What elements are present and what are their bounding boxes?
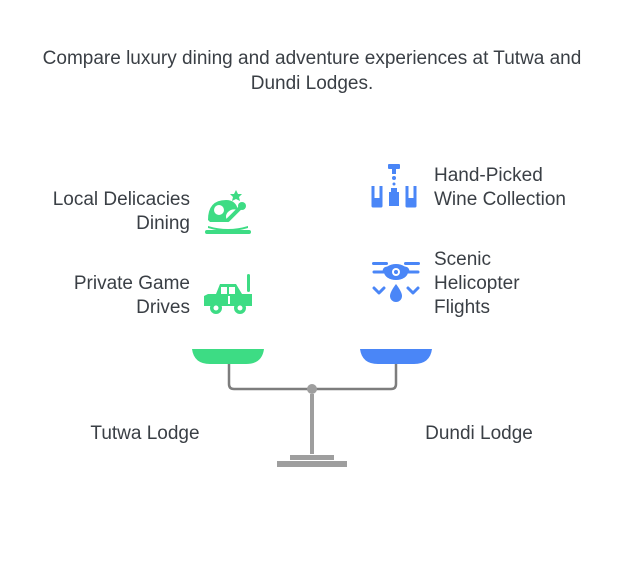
page-title: Compare luxury dining and adventure expe… xyxy=(42,48,582,94)
safari-jeep-icon xyxy=(202,270,254,322)
right-item-helicopter-label: Scenic Helicopter Flights xyxy=(434,249,520,318)
dining-dish-icon xyxy=(202,186,254,238)
right-item-wine-label: Hand-Picked Wine Collection xyxy=(434,165,566,210)
scale-pole xyxy=(310,394,314,454)
wine-glasses-icon xyxy=(368,162,420,214)
dundi-lodge-label: Dundi Lodge xyxy=(425,423,533,444)
tutwa-lodge-label: Tutwa Lodge xyxy=(90,423,200,444)
left-item-game-drives-label: Private Game Drives xyxy=(73,273,190,318)
pivot xyxy=(307,384,317,394)
left-pan xyxy=(192,349,264,364)
scale-base xyxy=(290,455,334,460)
drone-icon xyxy=(370,258,422,310)
left-item-dining-label: Local Delicacies Dining xyxy=(52,189,190,234)
right-pan xyxy=(360,349,432,364)
